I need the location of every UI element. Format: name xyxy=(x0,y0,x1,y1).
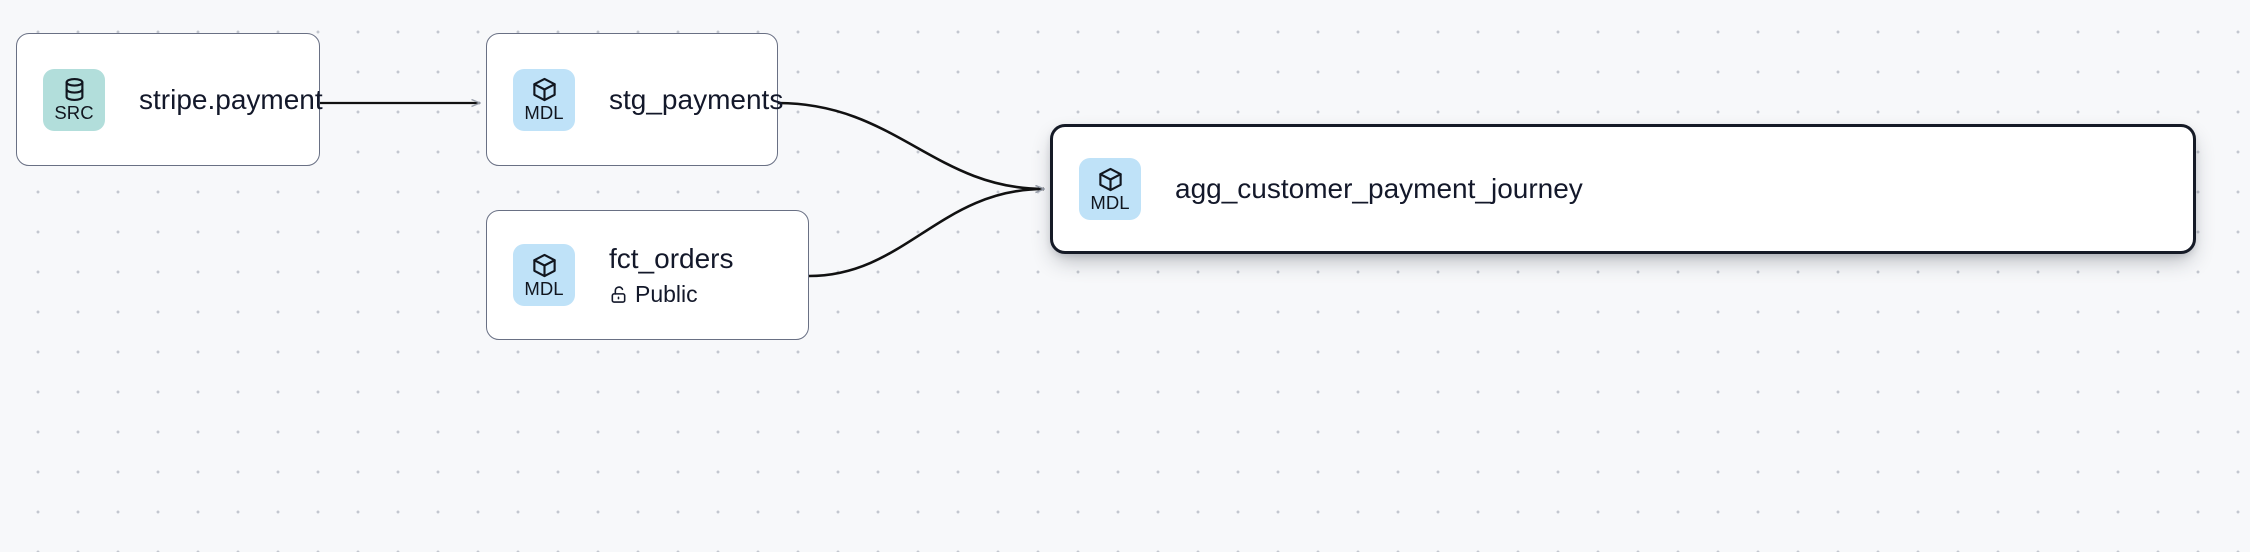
node-title: stripe.payment xyxy=(139,83,323,115)
lineage-node-stg-payments[interactable]: MDL stg_payments xyxy=(486,33,784,166)
node-body: stg_payments xyxy=(609,83,784,116)
node-visibility: Public xyxy=(609,280,734,309)
badge-label: MDL xyxy=(524,102,564,124)
node-title: agg_customer_payment_journey xyxy=(1175,173,1583,205)
edge-fct-to-agg xyxy=(808,189,1044,278)
lineage-node-stripe-payment[interactable]: SRC stripe.payment xyxy=(16,33,323,166)
badge-label: MDL xyxy=(1090,191,1130,213)
lineage-node-agg-customer-payment-journey[interactable]: MDL agg_customer_payment_journey xyxy=(1050,124,2196,254)
source-type-badge: SRC xyxy=(43,68,105,131)
node-title: fct_orders xyxy=(609,242,734,274)
node-body: fct_orders Public xyxy=(609,242,734,309)
database-icon xyxy=(61,76,88,103)
edge-stg-to-agg xyxy=(777,101,1044,189)
cube-icon xyxy=(531,76,558,103)
cube-icon xyxy=(531,252,558,279)
node-body: agg_customer_payment_journey xyxy=(1175,172,1583,205)
badge-label: MDL xyxy=(524,277,564,299)
visibility-label: Public xyxy=(635,280,698,307)
model-type-badge: MDL xyxy=(513,244,575,306)
cube-icon xyxy=(1097,166,1124,193)
node-body: stripe.payment xyxy=(139,83,323,116)
lineage-node-fct-orders[interactable]: MDL fct_orders Public xyxy=(486,210,809,340)
model-type-badge: MDL xyxy=(1079,158,1141,220)
model-type-badge: MDL xyxy=(513,68,575,131)
unlock-icon xyxy=(609,285,628,304)
node-title: stg_payments xyxy=(609,83,784,115)
badge-label: SRC xyxy=(54,102,94,124)
